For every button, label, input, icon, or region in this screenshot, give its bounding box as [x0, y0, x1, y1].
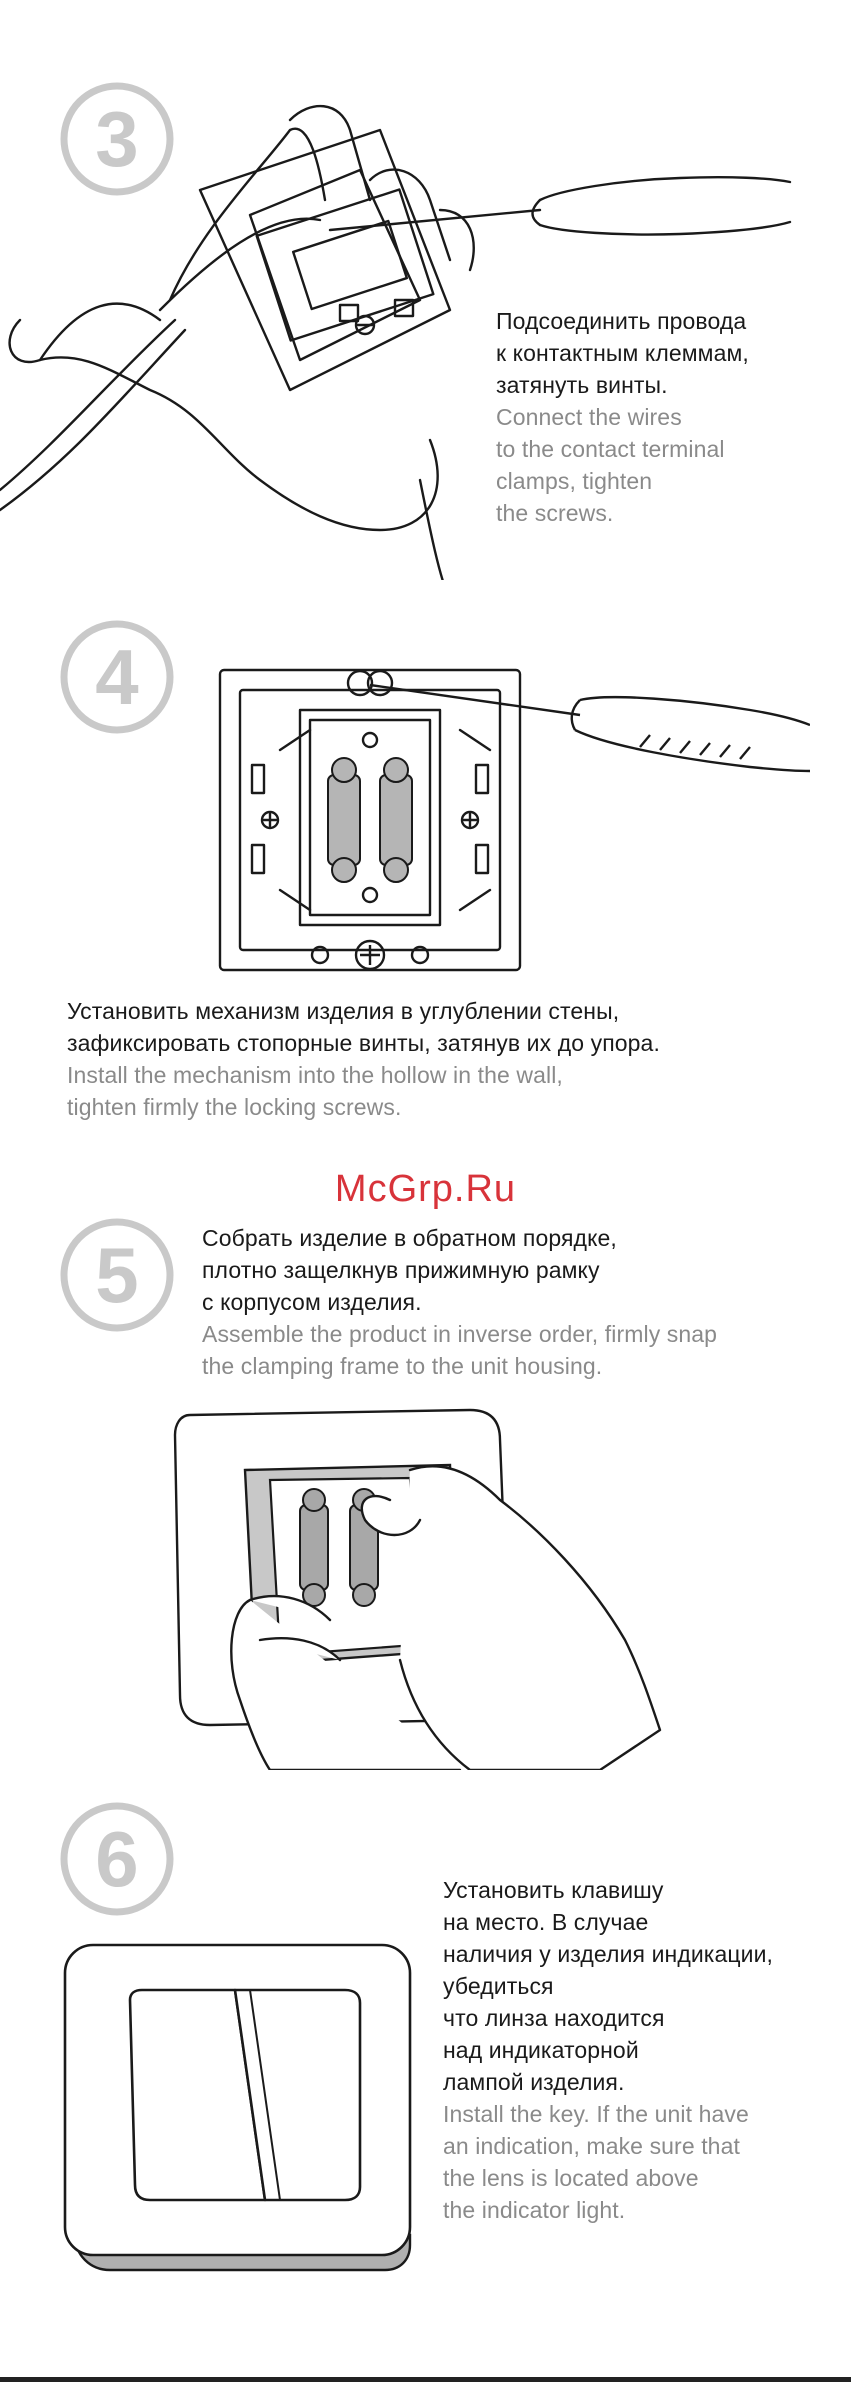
step-6-en-line-4: the indicator light. — [443, 2197, 626, 2223]
step-3-ru-line-3: затянуть винты. — [496, 372, 668, 398]
watermark: McGrp.Ru — [334, 1168, 517, 1210]
step-6-ru-line-3: наличия у изделия индикации, — [443, 1941, 774, 1967]
step-3-number: 3 — [95, 95, 138, 183]
step-5-ru-line-2: плотно защелкнув прижимную рамку — [202, 1257, 600, 1283]
step-3-number-badge: 3 — [60, 82, 174, 196]
step-4-ru-line-1: Установить механизм изделия в углублении… — [67, 998, 620, 1024]
step-3-en-line-1: Connect the wires — [496, 404, 682, 430]
step-6-text: Установить клавишу на место. В случае на… — [443, 1874, 773, 2226]
step-6-ru-line-5: что линза находится — [443, 2005, 665, 2031]
step-6-en-line-3: the lens is located above — [443, 2165, 699, 2191]
step-4-number-badge: 4 — [60, 620, 174, 734]
step-6-number: 6 — [95, 1815, 138, 1903]
step-4-mechanism-illustration — [218, 668, 810, 972]
step-6-en-line-2: an indication, make sure that — [443, 2133, 740, 2159]
step-5-assembly-illustration — [173, 1408, 662, 1770]
step-3-wiring-illustration — [0, 105, 792, 580]
step-5-number: 5 — [95, 1231, 138, 1319]
step-6-en-line-1: Install the key. If the unit have — [443, 2101, 749, 2127]
step-6-ru-line-1: Установить клавишу — [443, 1877, 664, 1903]
step-5-number-badge: 5 — [60, 1218, 174, 1332]
step-5-text: Собрать изделие в обратном порядке, плот… — [202, 1222, 717, 1382]
step-4-number: 4 — [95, 633, 138, 721]
step-3-ru-line-2: к контактным клеммам, — [496, 340, 749, 366]
step-6-number-badge: 6 — [60, 1802, 174, 1916]
step-3-en-line-2: to the contact terminal — [496, 436, 725, 462]
step-6-ru-line-4: убедиться — [443, 1973, 554, 1999]
step-3-ru-line-1: Подсоединить провода — [496, 308, 747, 334]
step-4-ru-line-2: зафиксировать стопорные винты, затянув и… — [67, 1030, 660, 1056]
step-6-ru-line-6: над индикаторной — [443, 2037, 639, 2063]
step-5-ru-line-3: с корпусом изделия. — [202, 1289, 422, 1315]
step-4-en-line-2: tighten firmly the locking screws. — [67, 1094, 402, 1120]
step-5-en-line-2: the clamping frame to the unit housing. — [202, 1353, 603, 1379]
step-3-text: Подсоединить провода к контактным клемма… — [496, 305, 749, 529]
step-3-en-line-3: clamps, tighten — [496, 468, 653, 494]
step-5-ru-line-1: Собрать изделие в обратном порядке, — [202, 1225, 617, 1251]
step-4-en-line-1: Install the mechanism into the hollow in… — [67, 1062, 563, 1088]
page-bottom-rule — [0, 2377, 851, 2382]
step-6-switch-illustration — [63, 1943, 412, 2272]
step-6-ru-line-2: на место. В случае — [443, 1909, 649, 1935]
step-6-ru-line-7: лампой изделия. — [443, 2069, 625, 2095]
step-3-en-line-4: the screws. — [496, 500, 614, 526]
step-4-text: Установить механизм изделия в углублении… — [67, 995, 660, 1123]
step-5-en-line-1: Assemble the product in inverse order, f… — [202, 1321, 718, 1347]
